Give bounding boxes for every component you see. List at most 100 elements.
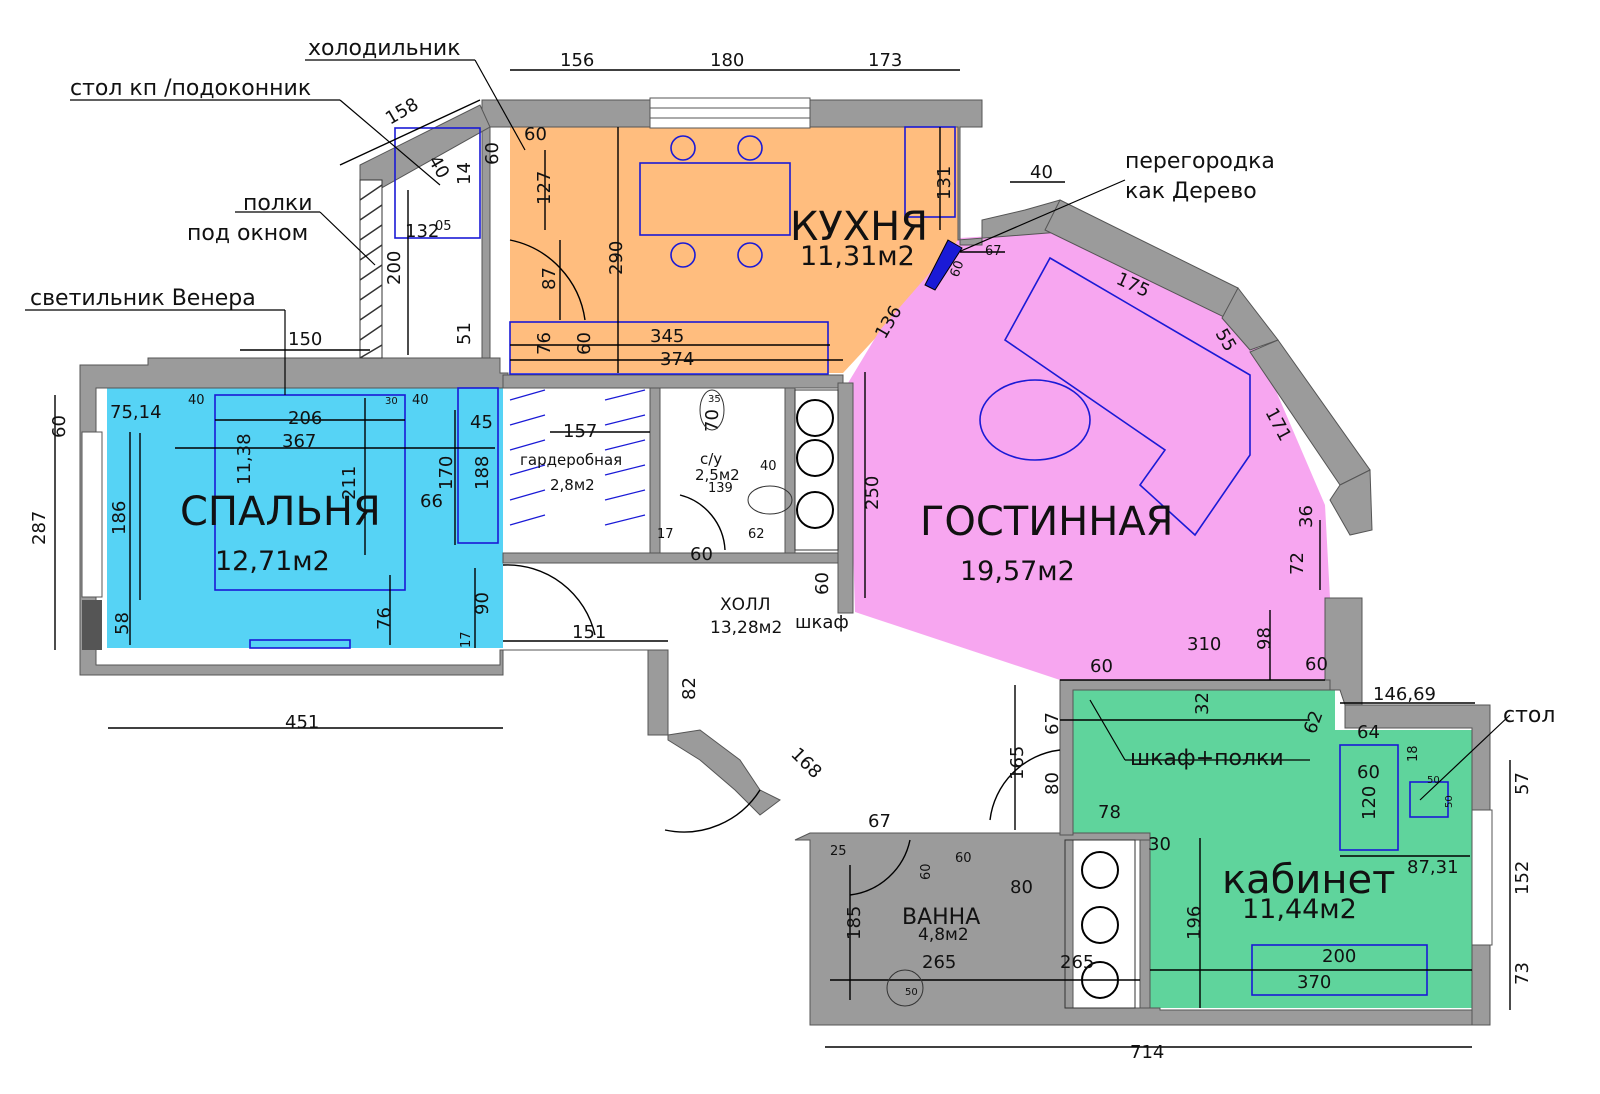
dim: 374 (660, 349, 694, 370)
furniture (214, 126, 1449, 996)
leader-lines (25, 59, 1511, 801)
dim: 05 (435, 219, 452, 234)
bedroom-fill (107, 388, 503, 648)
dim: 60 (482, 142, 503, 165)
living-area: 19,57м2 (960, 556, 1075, 587)
dim: 131 (934, 166, 955, 200)
bedroom-dark-wall (82, 600, 102, 650)
study-fill (1073, 690, 1472, 1008)
dim: 32 (1192, 692, 1213, 715)
note-cabinet: шкаф (795, 612, 849, 633)
dim: 60 (574, 332, 595, 355)
dim: 67 (985, 244, 1002, 259)
wc-name: с/у (700, 450, 722, 468)
dim: 310 (1187, 634, 1221, 655)
note-fridge: холодильник (308, 36, 461, 61)
dim: 151 (572, 622, 606, 643)
kitchen-name: КУХНЯ (790, 204, 928, 250)
dim: 146,69 (1373, 684, 1436, 705)
walls (79, 99, 1491, 1026)
dim: 98 (1254, 627, 1275, 650)
dim: 60 (955, 851, 972, 866)
dim: 60 (524, 124, 547, 145)
dim: 80 (1042, 772, 1063, 795)
note-desk: стол (1503, 703, 1555, 728)
dim: 158 (382, 94, 422, 129)
dim: 139 (708, 481, 733, 496)
hall-area: 13,28м2 (710, 618, 782, 638)
wc-area: 2,5м2 (695, 466, 740, 484)
dim: 82 (679, 677, 700, 700)
dim: 50 (905, 987, 918, 998)
note-partition-2: как Дерево (1125, 179, 1257, 204)
dim: 188 (472, 456, 493, 490)
living-fill (848, 232, 1340, 680)
dim: 60 (49, 415, 70, 438)
dim: 200 (384, 251, 405, 285)
bedroom-name: СПАЛЬНЯ (180, 489, 381, 535)
dim: 70 (702, 409, 723, 432)
dim: 87 (539, 267, 560, 290)
dim: 51 (454, 322, 475, 345)
dim: 17 (459, 631, 474, 648)
dim: 173 (868, 50, 902, 71)
wc-sink-icon (747, 485, 793, 515)
wardrobe-name: гардеробная (520, 451, 622, 469)
bedroom-window (81, 431, 103, 598)
dimension-lines (54, 69, 1511, 1048)
toilet-icon (699, 389, 725, 431)
dim: 72 (1287, 552, 1308, 575)
dim: 250 (862, 476, 883, 510)
bath-area: 4,8м2 (918, 925, 969, 945)
dim: 367 (282, 431, 316, 452)
wardrobe-shelves (509, 389, 646, 526)
dim: 168 (786, 744, 825, 783)
dim: 11,38 (234, 433, 255, 485)
dim: 25 (830, 844, 847, 859)
dim: 156 (560, 50, 594, 71)
dim: 40 (1030, 162, 1053, 183)
dim: 40 (188, 393, 205, 408)
dim: 60 (690, 544, 713, 565)
appliance-box-2 (1064, 839, 1136, 1009)
kitchen-window (649, 97, 811, 129)
study-window (1471, 809, 1493, 946)
dim: 200 (1322, 946, 1356, 967)
bath-sink-icon (886, 969, 924, 1007)
note-cabinet-shelves: шкаф+полки (1130, 746, 1284, 771)
dim: 40 (412, 393, 429, 408)
dim: 120 (1359, 786, 1380, 820)
hatched-wall (359, 179, 383, 359)
dim: 265 (922, 952, 956, 973)
dim: 60 (812, 572, 833, 595)
dim: 30 (1148, 834, 1171, 855)
dim: 265 (1060, 952, 1094, 973)
dim: 35 (708, 394, 721, 405)
dim: 132 (405, 221, 439, 242)
kitchen-area: 11,31м2 (800, 241, 915, 272)
dim: 287 (29, 511, 50, 545)
note-lamp: светильник Венера (30, 286, 256, 311)
dim: 78 (1098, 802, 1121, 823)
appliance-box (794, 389, 839, 551)
dim: 60 (1090, 656, 1113, 677)
hatch-lines (359, 184, 383, 359)
dim: 345 (650, 326, 684, 347)
note-partition-1: перегородка (1125, 149, 1275, 174)
dim: 67 (1042, 712, 1063, 735)
living-name: ГОСТИННАЯ (920, 499, 1173, 545)
bedroom-area: 12,71м2 (215, 546, 330, 577)
dim: 80 (1010, 877, 1033, 898)
kitchen-fill (510, 127, 958, 373)
dim: 36 (1296, 505, 1317, 528)
dim: 170 (436, 456, 457, 490)
dim: 73 (1512, 962, 1533, 985)
wardrobe-area: 2,8м2 (550, 476, 595, 494)
dim: 45 (470, 412, 493, 433)
dim: 186 (109, 501, 130, 535)
dim: 50 (1427, 775, 1440, 786)
dim: 76 (374, 607, 395, 630)
study-name: кабинет (1222, 857, 1395, 903)
dim: 75,14 (110, 402, 162, 423)
